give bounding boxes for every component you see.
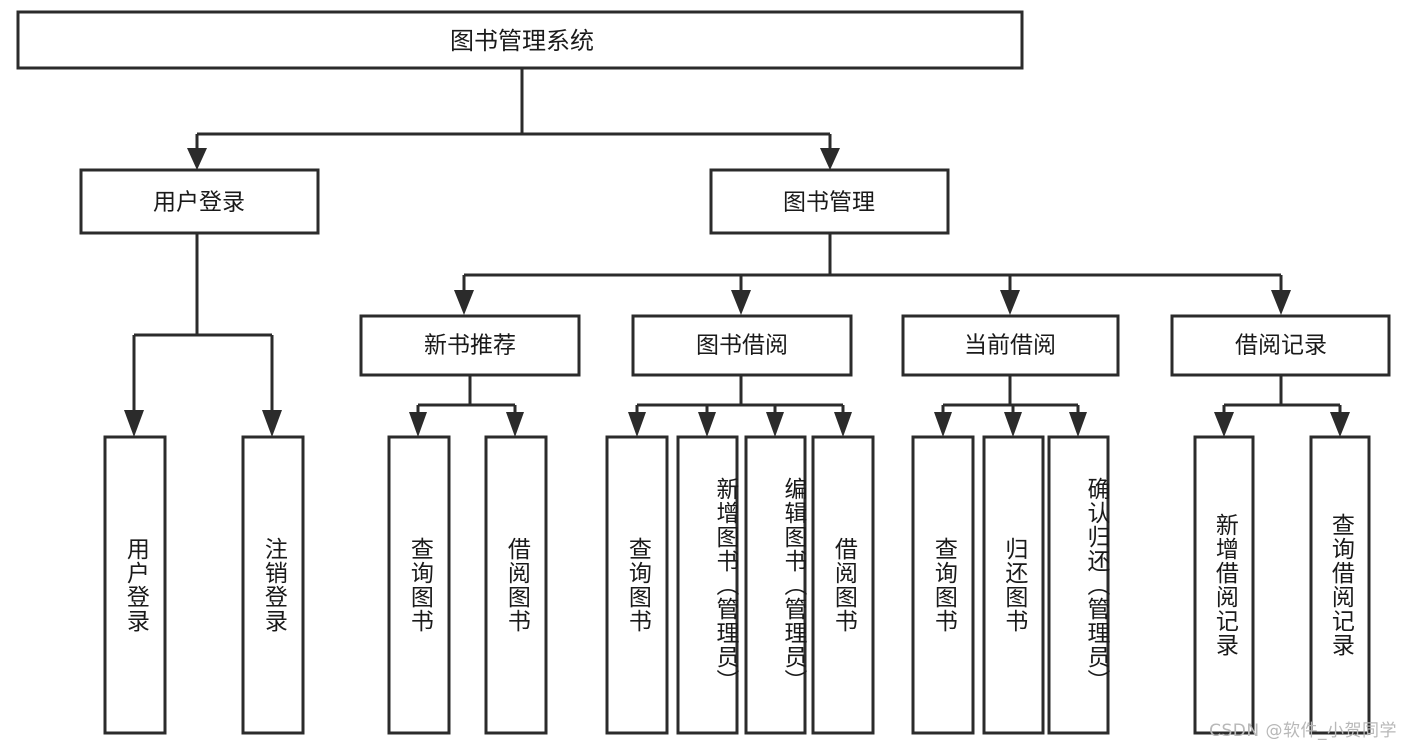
arrow-head-book-borrow [731,290,751,315]
arrow-head-leaf-borrow-book-2 [834,412,852,437]
connector-group-book-borrow [628,375,852,437]
node-new-book-recommend-label: 新书推荐 [424,333,516,359]
connector-group-root [187,68,840,170]
node-root-label: 图书管理系统 [450,27,594,55]
node-user-login[interactable]: 用户登录 [79,168,320,235]
arrow-head-new-book-recommend [454,290,474,315]
leaf-box-logout-login[interactable] [241,435,305,735]
leaf-box-borrow-book-1[interactable] [484,435,548,735]
node-root-box[interactable] [16,10,1024,70]
arrow-head-book-management [820,148,840,170]
arrow-head-leaf-add-record [1214,412,1234,437]
node-book-management-box[interactable] [709,168,950,235]
node-user-login-box[interactable] [79,168,320,235]
leaf-box-query-book-3[interactable] [911,435,975,735]
node-current-borrow-label: 当前借阅 [964,333,1056,359]
leaf-box-user-login[interactable] [103,435,167,735]
node-book-borrow[interactable]: 图书借阅 [631,314,853,377]
node-book-borrow-box[interactable] [631,314,853,377]
arrow-head-leaf-confirm-return [1069,412,1087,437]
arrow-head-current-borrow [1000,290,1020,315]
node-book-management[interactable]: 图书管理 [709,168,950,235]
leaf-box-return-book[interactable] [982,435,1045,735]
node-new-book-recommend-box[interactable] [359,314,581,377]
arrow-head-leaf-edit-book [766,412,784,437]
connector-group-user-login [124,233,282,437]
arrow-head-borrow-record [1271,290,1291,315]
node-borrow-record-label: 借阅记录 [1235,333,1327,359]
arrow-head-leaf-logout-login [262,410,282,437]
csdn-watermark: CSDN @软件_小贺同学 [1209,721,1397,741]
leaf-box-confirm-return[interactable] [1047,435,1110,735]
connector-group-borrow-record [1214,375,1350,437]
connector-group-current-borrow [934,375,1087,437]
arrow-head-leaf-query-book-2 [628,412,646,437]
leaf-box-group [103,435,1371,735]
arrow-head-leaf-return-book [1004,412,1022,437]
node-book-borrow-label: 图书借阅 [696,333,788,359]
arrow-head-user-login [187,148,207,170]
leaf-box-edit-book[interactable] [744,435,807,735]
node-user-login-label: 用户登录 [153,190,245,216]
arrow-head-leaf-query-record [1330,412,1350,437]
node-root[interactable]: 图书管理系统 [16,10,1024,70]
node-book-management-label: 图书管理 [783,190,875,216]
arrow-head-leaf-query-book-3 [934,412,952,437]
arrow-head-leaf-user-login [124,410,144,437]
node-current-borrow[interactable]: 当前借阅 [901,314,1120,377]
leaf-box-borrow-book-2[interactable] [811,435,875,735]
node-borrow-record[interactable]: 借阅记录 [1170,314,1391,377]
node-current-borrow-box[interactable] [901,314,1120,377]
node-borrow-record-box[interactable] [1170,314,1391,377]
arrow-head-leaf-borrow-book-1 [506,412,524,437]
connector-group-new-book-recommend [409,375,524,437]
arrow-head-leaf-query-book-1 [409,412,427,437]
leaf-box-query-book-2[interactable] [605,435,669,735]
arrow-head-leaf-add-book [698,412,716,437]
leaf-box-query-record[interactable] [1309,435,1371,735]
leaf-box-add-record[interactable] [1193,435,1255,735]
node-new-book-recommend[interactable]: 新书推荐 [359,314,581,377]
connector-group-book-management [454,233,1291,315]
leaf-box-query-book-1[interactable] [387,435,451,735]
leaf-box-add-book[interactable] [676,435,739,735]
